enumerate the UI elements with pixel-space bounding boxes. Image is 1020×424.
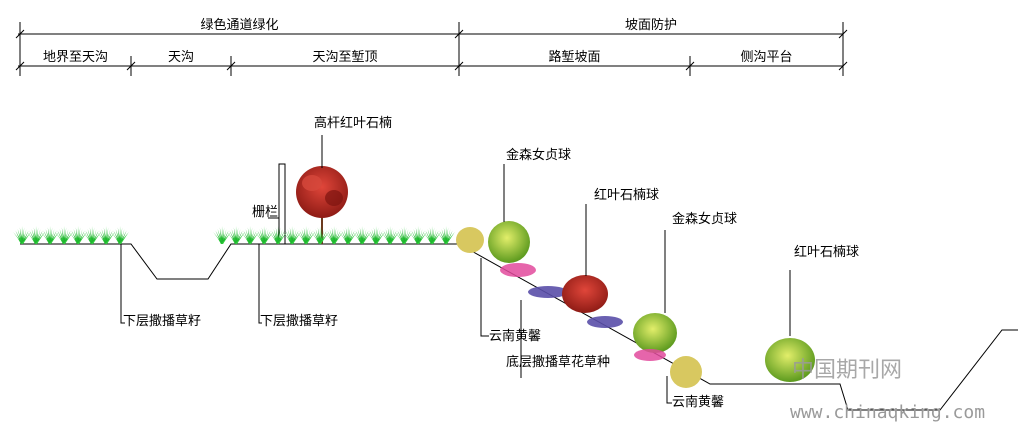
label-tall-photinia: 高杆红叶石楠 bbox=[314, 116, 393, 131]
flower-patch-purple-1 bbox=[528, 286, 568, 298]
grass-tuft bbox=[13, 226, 31, 244]
watermark-url: www.chinaqking.com bbox=[790, 402, 986, 423]
flower-patch-pink-1 bbox=[500, 263, 536, 277]
grass-tuft bbox=[437, 226, 455, 244]
label-fence: 栅栏 bbox=[252, 205, 279, 220]
label-yunnan-jasmine-1: 云南黄馨 bbox=[489, 329, 542, 344]
dimension-lines bbox=[15, 22, 848, 76]
jinsen-privet-ball-2 bbox=[633, 313, 677, 353]
grass-tuft bbox=[111, 226, 129, 244]
yunnan-jasmine-top bbox=[456, 227, 484, 253]
section-label-slope-protection: 坡面防护 bbox=[624, 18, 677, 33]
watermark-cn: 中国期刊网 bbox=[792, 358, 903, 383]
grass-tuft bbox=[97, 226, 115, 244]
subsection-ditch-to-cut-top: 天沟至堑顶 bbox=[312, 50, 378, 65]
subsection-cut-slope: 路堑坡面 bbox=[548, 50, 601, 65]
subsection-side-ditch-platform: 侧沟平台 bbox=[740, 50, 793, 65]
grass-tuft bbox=[353, 226, 371, 244]
ground-profile bbox=[20, 243, 1018, 411]
slope-plantings bbox=[456, 221, 815, 388]
grass-tuft bbox=[227, 226, 245, 244]
label-yunnan-jasmine-2: 云南黄馨 bbox=[672, 395, 725, 410]
label-red-photinia-ball-1: 红叶石楠球 bbox=[594, 188, 660, 203]
grass-tuft bbox=[255, 226, 273, 244]
grass-tuft bbox=[297, 226, 315, 244]
label-grass-seed-2: 下层撒播草籽 bbox=[260, 314, 339, 329]
grass-tuft bbox=[241, 226, 259, 244]
yunnan-jasmine-bottom bbox=[670, 356, 702, 388]
grass-tuft bbox=[325, 226, 343, 244]
grass-tuft bbox=[409, 226, 427, 244]
label-jinsen-privet-2: 金森女贞球 bbox=[672, 212, 738, 227]
label-grass-seed-1: 下层撒播草籽 bbox=[123, 314, 202, 329]
grass-tuft bbox=[55, 226, 73, 244]
grass-tuft bbox=[311, 226, 329, 244]
grass-tuft bbox=[83, 226, 101, 244]
subsection-boundary-to-ditch: 地界至天沟 bbox=[42, 50, 108, 65]
grass-tufts bbox=[13, 226, 455, 244]
leader-lines bbox=[120, 135, 791, 404]
grass-tuft bbox=[213, 226, 231, 244]
label-jinsen-privet-1: 金森女贞球 bbox=[506, 148, 572, 163]
fence-post bbox=[278, 163, 286, 245]
flower-patch-pink-2 bbox=[634, 349, 666, 361]
grass-tuft bbox=[283, 226, 301, 244]
tall-photinia-tree bbox=[296, 166, 348, 244]
grass-tuft bbox=[339, 226, 357, 244]
subsection-ditch: 天沟 bbox=[167, 50, 194, 65]
grass-tuft bbox=[269, 226, 287, 244]
grass-tuft bbox=[381, 226, 399, 244]
grass-tuft bbox=[423, 226, 441, 244]
label-red-photinia-ball-2: 红叶石楠球 bbox=[794, 245, 860, 260]
grass-tuft bbox=[27, 226, 45, 244]
grass-tuft bbox=[367, 226, 385, 244]
jinsen-privet-ball-1 bbox=[488, 221, 530, 263]
red-photinia-ball-1 bbox=[562, 275, 608, 313]
grass-tuft bbox=[69, 226, 87, 244]
grass-tuft bbox=[395, 226, 413, 244]
section-label-green-corridor: 绿色通道绿化 bbox=[200, 18, 279, 33]
red-photinia-ball-2 bbox=[765, 338, 815, 382]
grass-tuft bbox=[41, 226, 59, 244]
label-flower-grass-seed: 底层撒播草花草种 bbox=[506, 355, 611, 370]
flower-patch-purple-2 bbox=[587, 316, 623, 328]
